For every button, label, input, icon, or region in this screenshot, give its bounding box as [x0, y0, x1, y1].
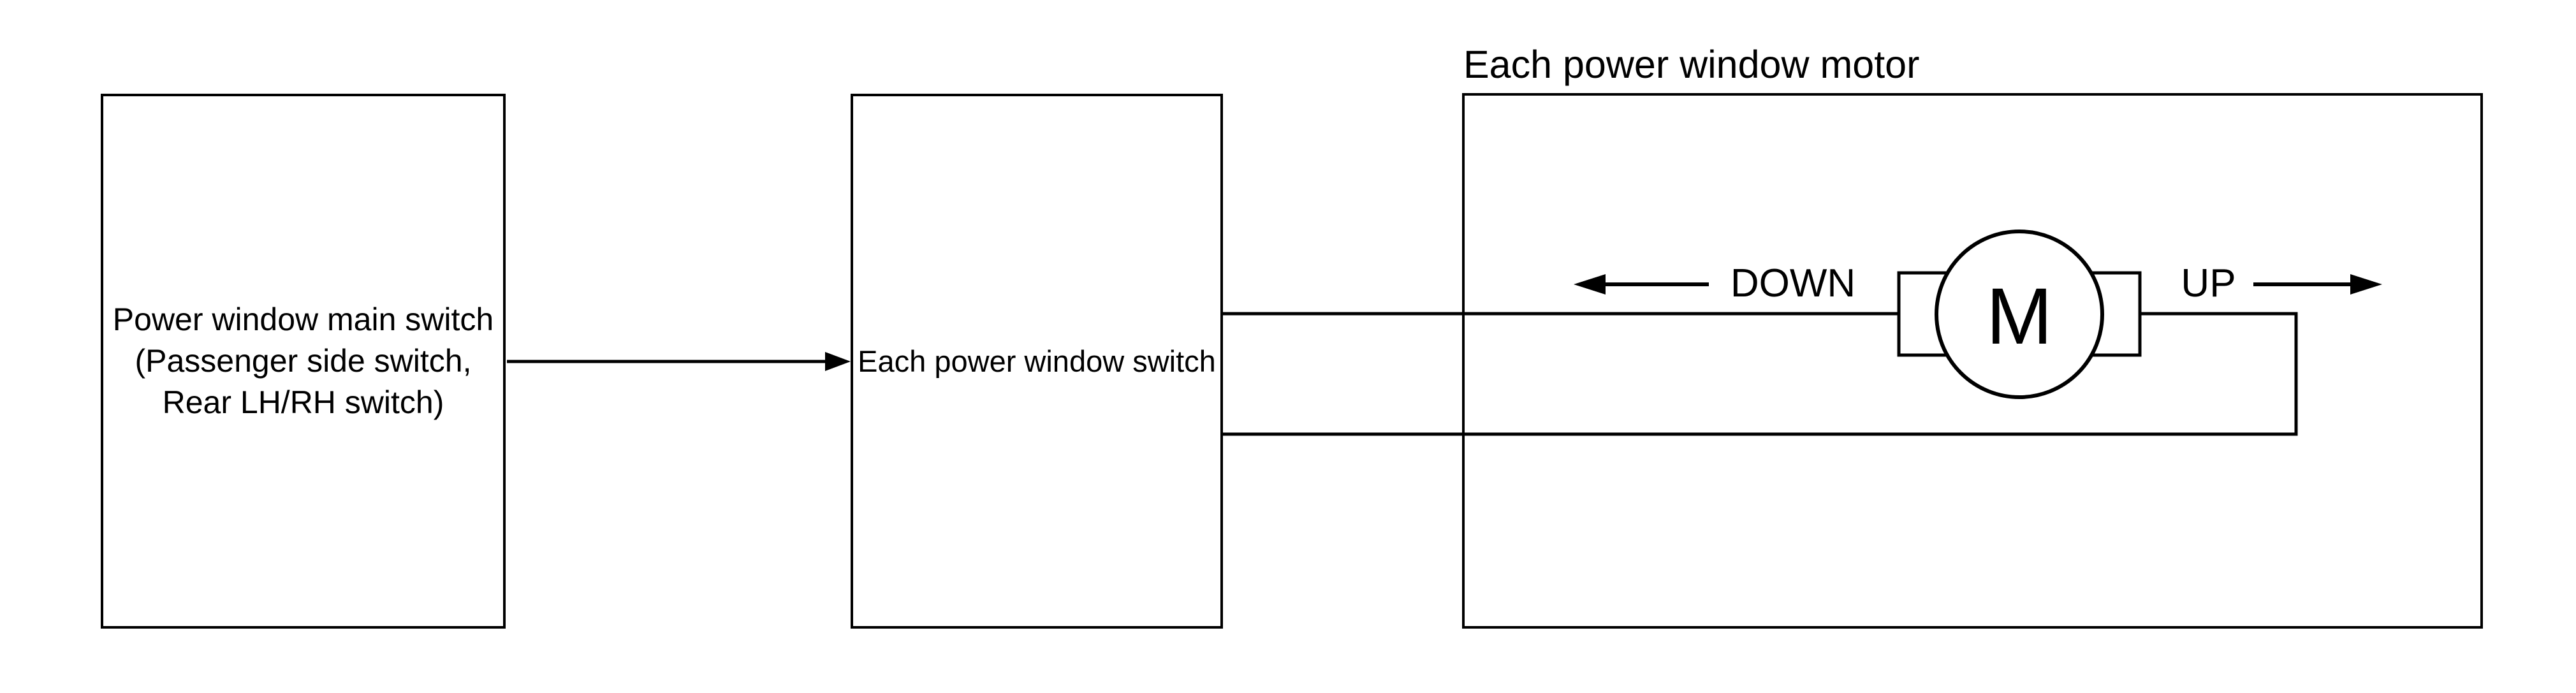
up-direction-arrowhead-icon: [2350, 274, 2382, 295]
motor-return-loop-wire: [1223, 312, 2298, 436]
main-switch-label-line-1: Power window main switch: [112, 302, 494, 337]
main-switch-box: Power window main switch (Passenger side…: [101, 94, 506, 629]
motor-region-label: Each power window motor: [1463, 43, 1920, 86]
main-switch-label-line-2: (Passenger side switch,: [135, 343, 472, 379]
motor-letter: M: [1986, 272, 2053, 361]
motor-region-box: [1462, 93, 2483, 629]
motor-circle-icon: [1935, 230, 2104, 399]
main-switch-label-line-3: Rear LH/RH switch): [162, 384, 444, 420]
down-direction-arrowhead-icon: [1574, 274, 1606, 295]
up-label: UP: [2181, 261, 2236, 305]
main-to-switch-arrowhead-icon: [825, 352, 851, 371]
down-label: DOWN: [1730, 261, 1856, 305]
each-switch-label: Each power window switch: [858, 344, 1216, 378]
each-switch-box: Each power window switch: [851, 94, 1223, 629]
